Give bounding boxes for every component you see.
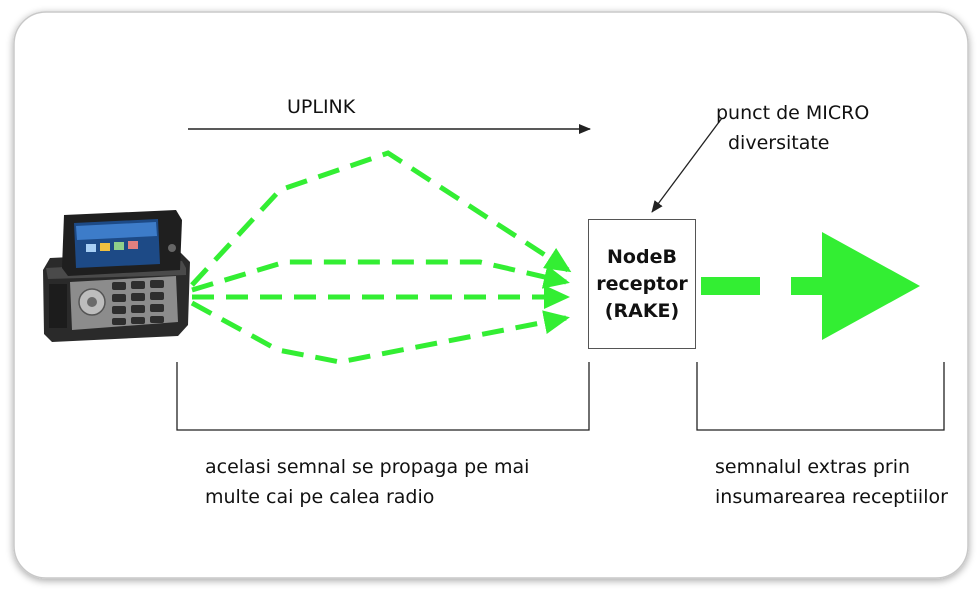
mobile-phone-image	[43, 210, 190, 342]
extracted-caption-line-2: insumarearea receptiilor	[715, 486, 948, 508]
multipath-caption-line-1: acelasi semnal se propaga pe mai	[205, 456, 530, 478]
multipath-ray-lower	[190, 300, 570, 365]
micro-diversity-label: punct de MICRO diversitate	[716, 98, 869, 158]
multipath-caption: acelasi semnal se propaga pe mai multe c…	[205, 452, 529, 512]
uplink-label: UPLINK	[287, 96, 356, 118]
multipath-ray-upper	[191, 259, 570, 293]
multipath-ray-top	[190, 150, 572, 287]
output-bracket	[696, 362, 945, 431]
nodeb-line-3: (RAKE)	[604, 299, 680, 322]
nodeb-line-2: receptor	[596, 272, 688, 295]
extracted-caption-line-1: semnalul extras prin	[715, 456, 911, 478]
nodeb-line-1: NodeB	[607, 245, 677, 268]
output-arrow-dash	[701, 277, 760, 295]
multipath-bracket	[176, 362, 590, 431]
extracted-signal-caption: semnalul extras prin insumarearea recept…	[715, 452, 948, 512]
micro-label-line-2: diversitate	[728, 132, 830, 154]
output-arrow	[791, 232, 920, 340]
nodeb-receptor-box: NodeB receptor (RAKE)	[588, 219, 696, 349]
micro-pointer-arrow	[651, 117, 723, 213]
micro-label-line-1: punct de MICRO	[716, 102, 870, 124]
multipath-caption-line-2: multe cai pe calea radio	[205, 486, 435, 508]
frame-border	[13, 11, 969, 579]
